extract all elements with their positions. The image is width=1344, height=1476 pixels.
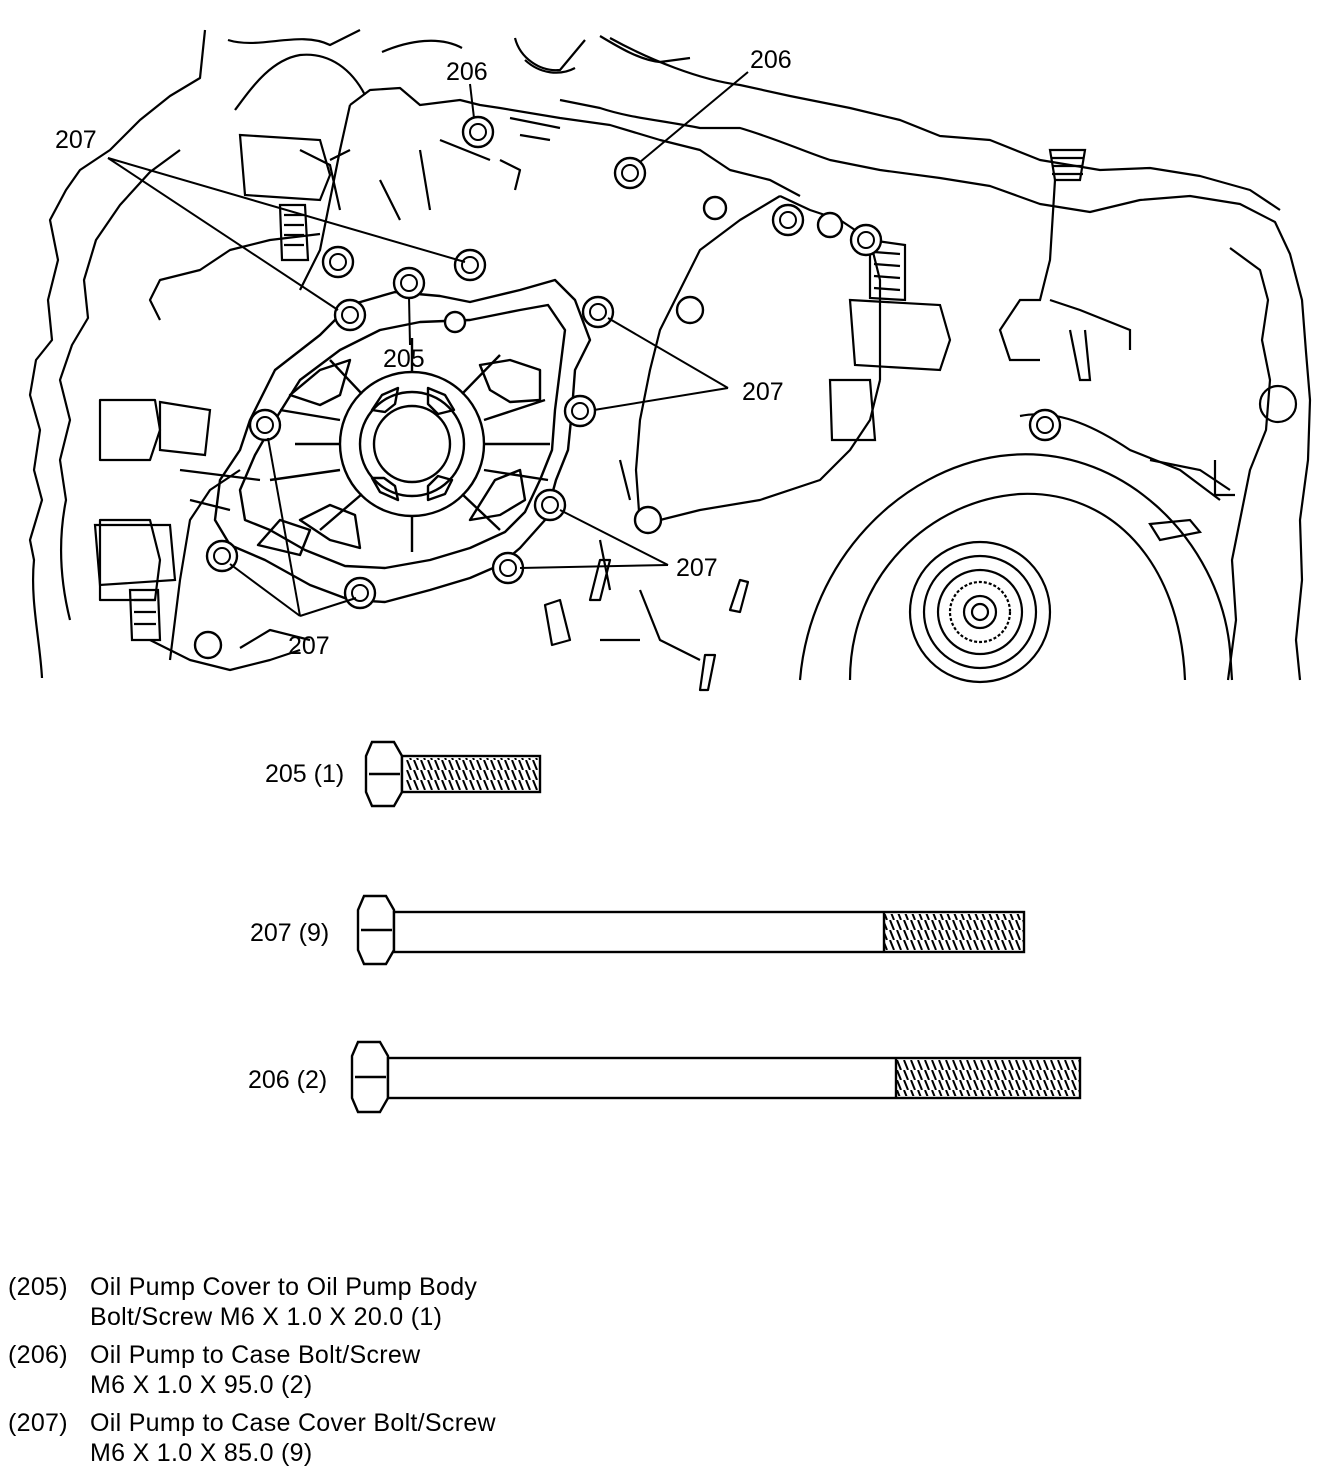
- callout-206-top-right: 206: [750, 46, 792, 74]
- output-housing: [798, 413, 1235, 684]
- bolt-205: 205 (1): [265, 740, 542, 808]
- callout-207-upper-left: 207: [55, 126, 97, 154]
- bolt-206: 206 (2): [248, 1040, 1082, 1114]
- legend-number: (205): [8, 1273, 68, 1301]
- callout-207-right-low: 207: [676, 554, 718, 582]
- legend-text: Bolt/Screw M6 X 1.0 X 20.0 (1): [90, 1303, 443, 1331]
- bolt-207: 207 (9): [250, 894, 1026, 966]
- bolt-205-label: 205 (1): [265, 760, 344, 788]
- legend-text: Oil Pump Cover to Oil Pump Body: [90, 1273, 478, 1301]
- valve-body: [149, 86, 882, 692]
- callout-206-top-left: 206: [446, 58, 488, 86]
- bolt-heads: [193, 115, 1062, 660]
- solenoids: [93, 133, 1132, 642]
- legend: (205) Oil Pump Cover to Oil Pump Body Bo…: [8, 1272, 496, 1476]
- legend-text: Oil Pump to Case Bolt/Screw: [90, 1341, 421, 1369]
- callout-207-bottom: 207: [288, 632, 330, 660]
- legend-text: M6 X 1.0 X 95.0 (2): [90, 1371, 313, 1399]
- legend-item-206: (206) Oil Pump to Case Bolt/Screw M6 X 1…: [8, 1340, 496, 1400]
- transmission-case: [28, 29, 1312, 681]
- callout-207-right-mid: 207: [742, 378, 784, 406]
- legend-number: (206): [8, 1341, 68, 1369]
- leader-lines: [107, 71, 749, 617]
- legend-item-207: (207) Oil Pump to Case Cover Bolt/Screw …: [8, 1408, 496, 1468]
- oil-pump-body: [213, 278, 592, 604]
- legend-text: Oil Pump to Case Cover Bolt/Screw: [90, 1409, 496, 1437]
- bolt-207-label: 207 (9): [250, 919, 329, 947]
- callout-205: 205: [383, 345, 425, 373]
- callout-labels: 206 206 207 205 207 207 207: [55, 46, 792, 660]
- bolt-206-label: 206 (2): [248, 1066, 327, 1094]
- legend-item-205: (205) Oil Pump Cover to Oil Pump Body Bo…: [8, 1272, 496, 1332]
- legend-text: M6 X 1.0 X 85.0 (9): [90, 1439, 313, 1467]
- legend-number: (207): [8, 1409, 68, 1437]
